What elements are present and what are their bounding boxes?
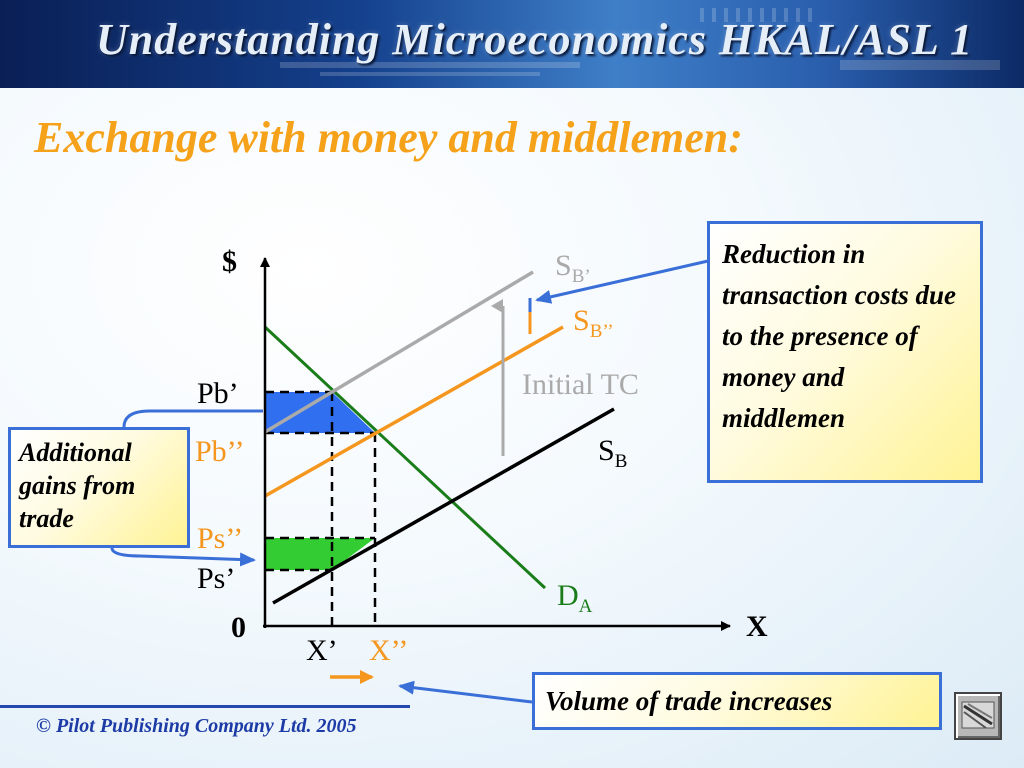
gains-bracket-lower [110, 547, 256, 567]
curve-label-sb1: SB’ [555, 249, 591, 287]
price-label-ps2: Ps’’ [197, 522, 243, 555]
nav-glyph [961, 701, 995, 729]
footer-divider [0, 705, 410, 708]
initial-tc-label: Initial TC [522, 368, 639, 401]
tc-reduction-callout: Reduction in transaction costs due to th… [707, 221, 983, 483]
price-label-ps1: Ps’ [197, 562, 235, 595]
demand-curve-da [263, 325, 547, 590]
volume-increase-callout: Volume of trade increases [532, 672, 942, 730]
volume-callout-arrow [398, 680, 533, 704]
axis-x-label: X [746, 610, 768, 643]
quantity-label-x2: X’’ [369, 634, 408, 667]
tc-callout-arrow [535, 259, 709, 304]
gain-area-green [265, 538, 375, 570]
supply-curve-sb [272, 407, 615, 605]
banner-title: Understanding Microeconomics HKAL/ASL 1 [96, 15, 974, 64]
price-label-pb2: Pb’’ [195, 435, 244, 468]
slide-title: Exchange with money and middlemen: [34, 113, 743, 162]
price-label-pb1: Pb’ [197, 377, 239, 410]
quantity-label-x1: X’ [306, 634, 338, 667]
axis-y-label: $ [222, 245, 237, 278]
slide-navigation-icon[interactable] [954, 692, 1002, 740]
header-banner: Understanding Microeconomics HKAL/ASL 1 [0, 0, 1024, 88]
supply-curve-sb2 [264, 325, 564, 498]
origin-label: 0 [231, 611, 246, 644]
footer-copyright: © Pilot Publishing Company Ltd. 2005 [36, 715, 357, 737]
curve-label-sb: SB [598, 434, 627, 472]
curve-label-da: DA [557, 579, 593, 617]
gain-area-blue [265, 392, 375, 433]
additional-gains-callout: Additional gains from trade [8, 427, 190, 548]
gains-bracket [122, 409, 263, 428]
supply-curve-sb1 [264, 270, 534, 434]
banner-decoration [280, 8, 1000, 76]
curve-label-sb2: SB’’ [573, 304, 614, 342]
